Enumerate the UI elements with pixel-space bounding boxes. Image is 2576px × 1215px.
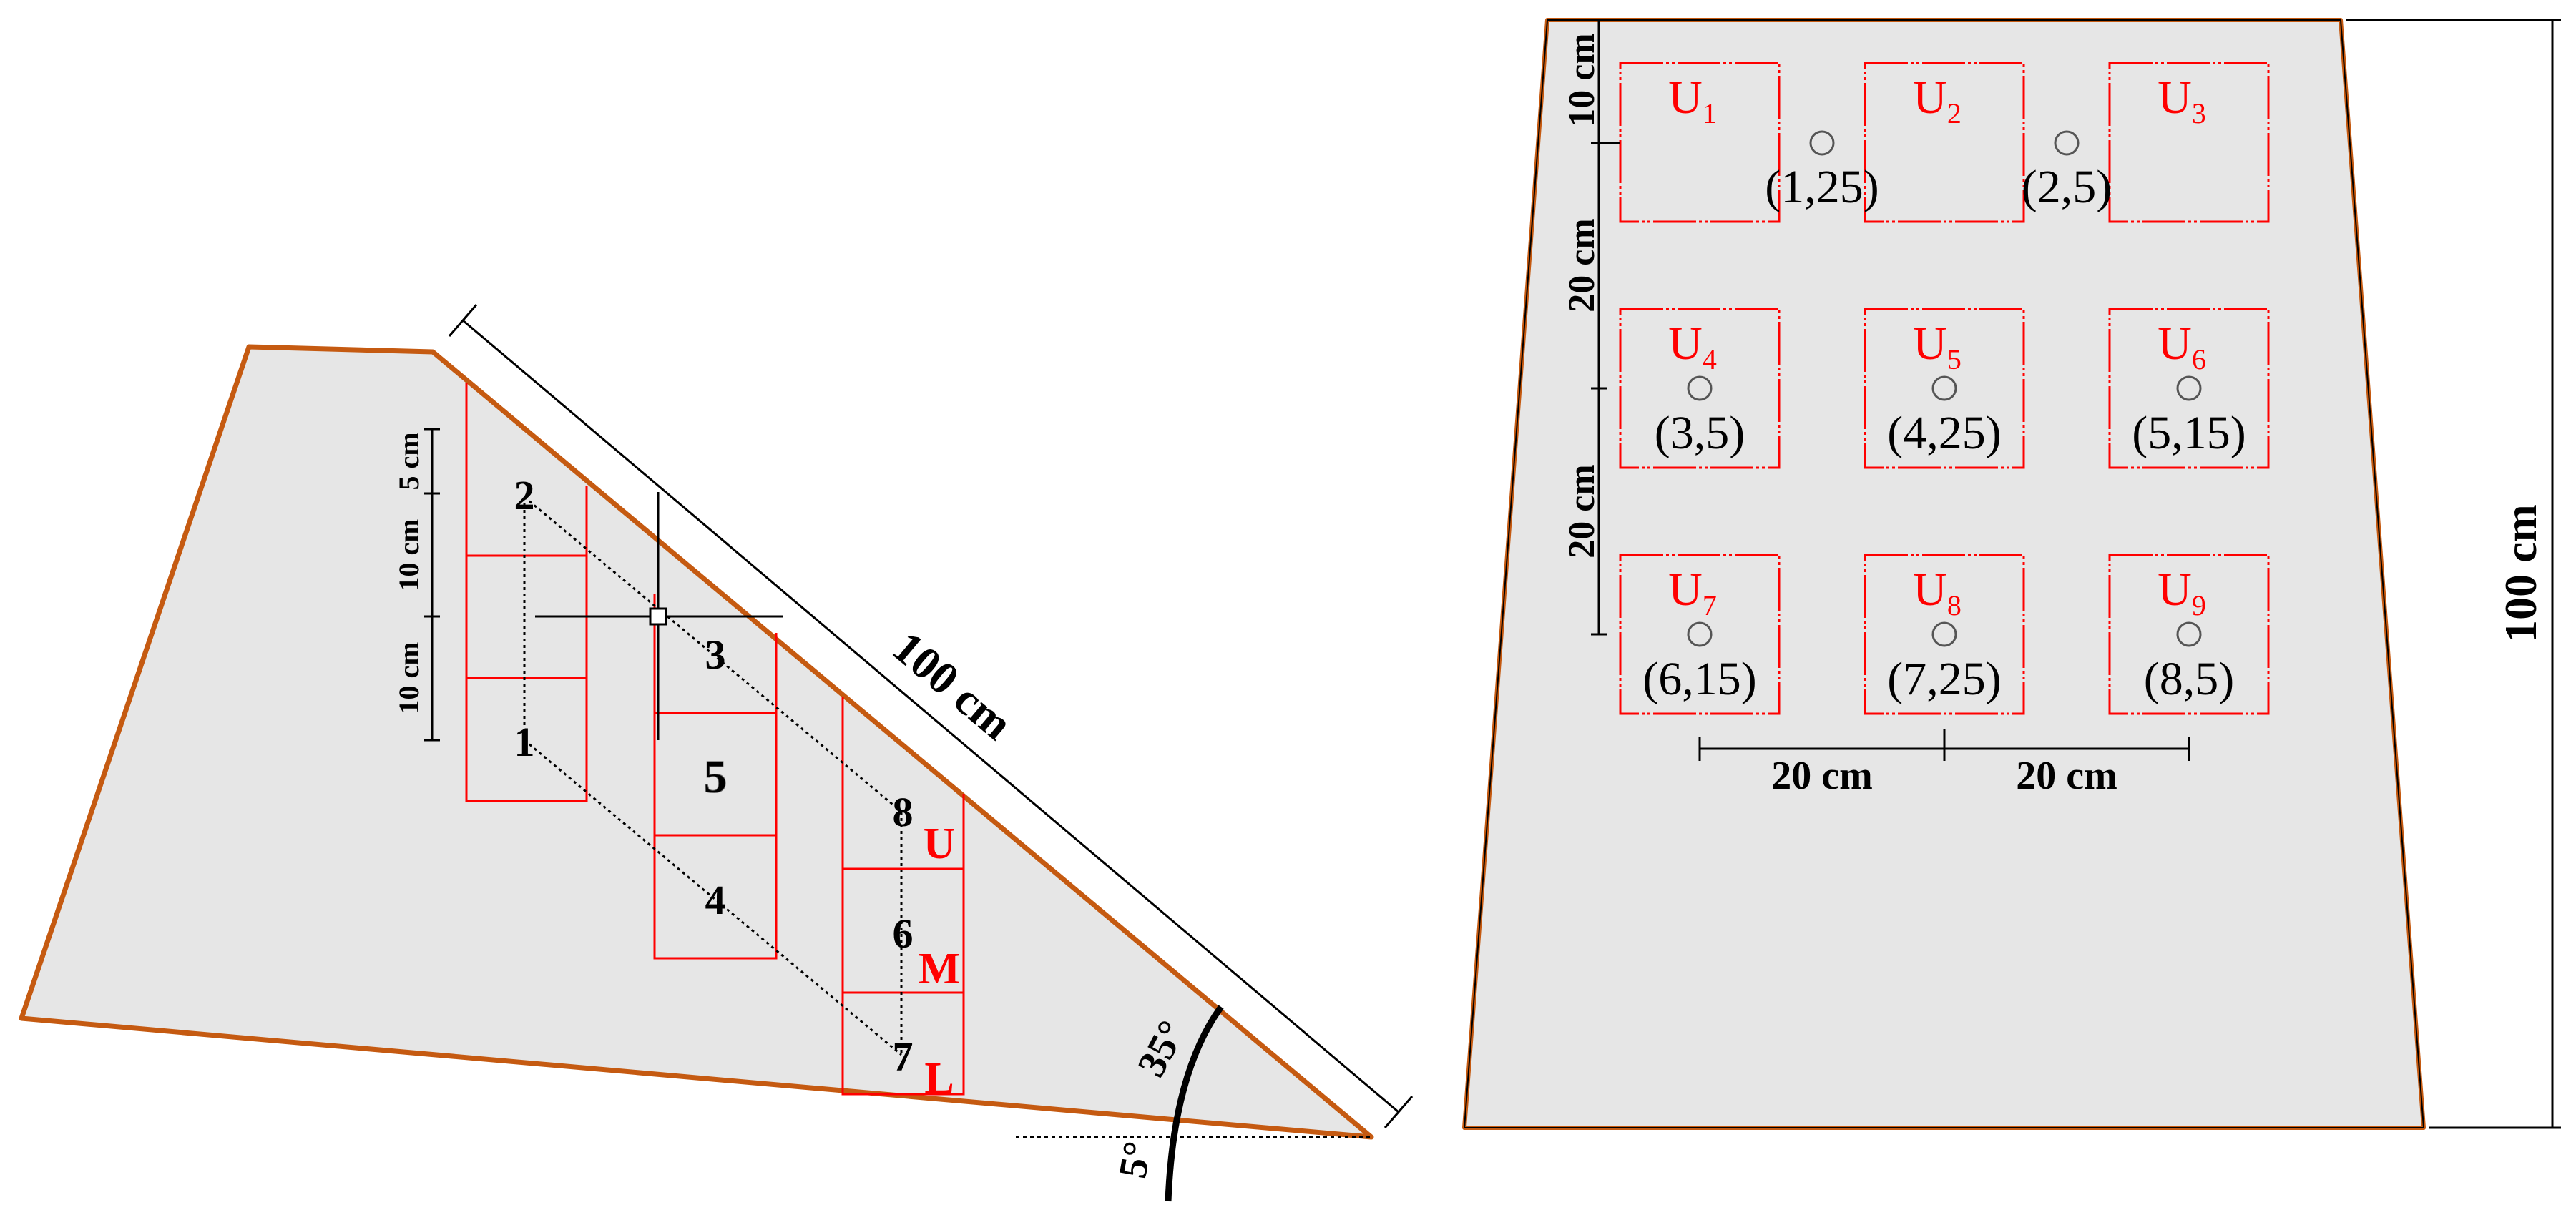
- sensor-label-5: (5,15): [2132, 407, 2246, 459]
- grid-column-left: [465, 383, 588, 802]
- sensor-label-3: (3,5): [1655, 407, 1745, 459]
- point-6: 6: [893, 910, 914, 957]
- zone-labels: U M L: [919, 820, 961, 1103]
- dim-10cm-upper: 10 cm: [393, 518, 425, 591]
- point-1: 1: [514, 719, 535, 765]
- row-spacing-dimension: [1591, 20, 1620, 636]
- sensor-label-8: (8,5): [2144, 653, 2234, 705]
- sensor-marker: [1809, 130, 1835, 156]
- plan-cells: [1619, 62, 2270, 715]
- cell-u7: U7: [1668, 564, 1717, 621]
- grid-column-right: [841, 697, 965, 1096]
- angle-5: 5°: [1110, 1138, 1160, 1181]
- cell-u9: U9: [2158, 564, 2206, 621]
- sensor-marker: [1687, 375, 1713, 401]
- sensor-markers: [1687, 130, 2202, 647]
- sensor-marker: [1931, 621, 1957, 647]
- sensor-label-6: (6,15): [1642, 653, 1756, 705]
- cell-labels: U1 U2 U3 U4 U5 U6 U7 U8 U9: [1668, 72, 2206, 621]
- cell-u3: U3: [2158, 72, 2206, 129]
- row-gap-20cm-upper: 20 cm: [1562, 218, 1602, 312]
- grid-column-middle: [653, 594, 778, 960]
- row-gap-20cm-lower: 20 cm: [1562, 464, 1602, 558]
- side-view: 1 2 3 4 5 6 7 8 U M L 5 cm 10 cm 10 cm: [19, 304, 1414, 1202]
- plan-body-outline: [1463, 19, 2425, 1128]
- sensor-label-4: (4,25): [1887, 407, 2001, 459]
- slope-length-dimension: [448, 304, 1414, 1128]
- sensor-label-7: (7,25): [1887, 653, 2001, 705]
- plan-view: U1 U2 U3 U4 U5 U6 U7 U8 U9 (1,25) (2,5) …: [1462, 18, 2561, 1130]
- sensor-marker: [1931, 375, 1957, 401]
- point-8: 8: [893, 789, 914, 835]
- zone-lower: L: [924, 1054, 954, 1103]
- point-5: 5: [704, 751, 728, 803]
- cell-u5: U5: [1913, 318, 1962, 375]
- point-2: 2: [514, 472, 535, 518]
- column-spacing-dimension: [1698, 729, 2190, 761]
- point-4: 4: [705, 877, 726, 923]
- sensor-marker: [1687, 621, 1713, 647]
- dim-10cm-lower: 10 cm: [393, 641, 425, 714]
- slope-length-label: 100 cm: [883, 621, 1022, 749]
- point-3: 3: [705, 631, 726, 678]
- zone-middle: M: [919, 945, 961, 993]
- cell-u6: U6: [2158, 318, 2206, 375]
- zone-upper: U: [924, 820, 956, 868]
- cell-u8: U8: [1913, 564, 1962, 621]
- slope-body: [19, 344, 1374, 1140]
- col-gap-20cm-left: 20 cm: [1771, 754, 1873, 798]
- sensor-marker: [2054, 130, 2080, 156]
- sensor-marker: [2176, 621, 2202, 647]
- cell-u4: U4: [1668, 318, 1717, 375]
- col-gap-20cm-right: 20 cm: [2016, 754, 2117, 798]
- row-gap-10cm: 10 cm: [1562, 33, 1602, 127]
- dim-5cm: 5 cm: [393, 432, 425, 490]
- crosshair-marker: [535, 492, 783, 740]
- sensor-label-2: (2,5): [2022, 161, 2112, 213]
- cell-u2: U2: [1913, 72, 1962, 129]
- sensor-marker: [2176, 375, 2202, 401]
- sensor-labels: (1,25) (2,5) (3,5) (4,25) (5,15) (6,15) …: [1642, 161, 2246, 705]
- height-dimension: [2346, 19, 2561, 1129]
- depth-dimension: [424, 428, 440, 742]
- point-connectors: [523, 496, 903, 1056]
- cell-u1: U1: [1668, 72, 1717, 129]
- height-100cm: 100 cm: [2495, 504, 2546, 643]
- point-labels: 1 2 3 4 5 6 7 8: [514, 472, 914, 1080]
- angle-indicator: [1016, 1005, 1371, 1202]
- point-7: 7: [893, 1033, 914, 1080]
- sensor-label-1: (1,25): [1765, 161, 1879, 213]
